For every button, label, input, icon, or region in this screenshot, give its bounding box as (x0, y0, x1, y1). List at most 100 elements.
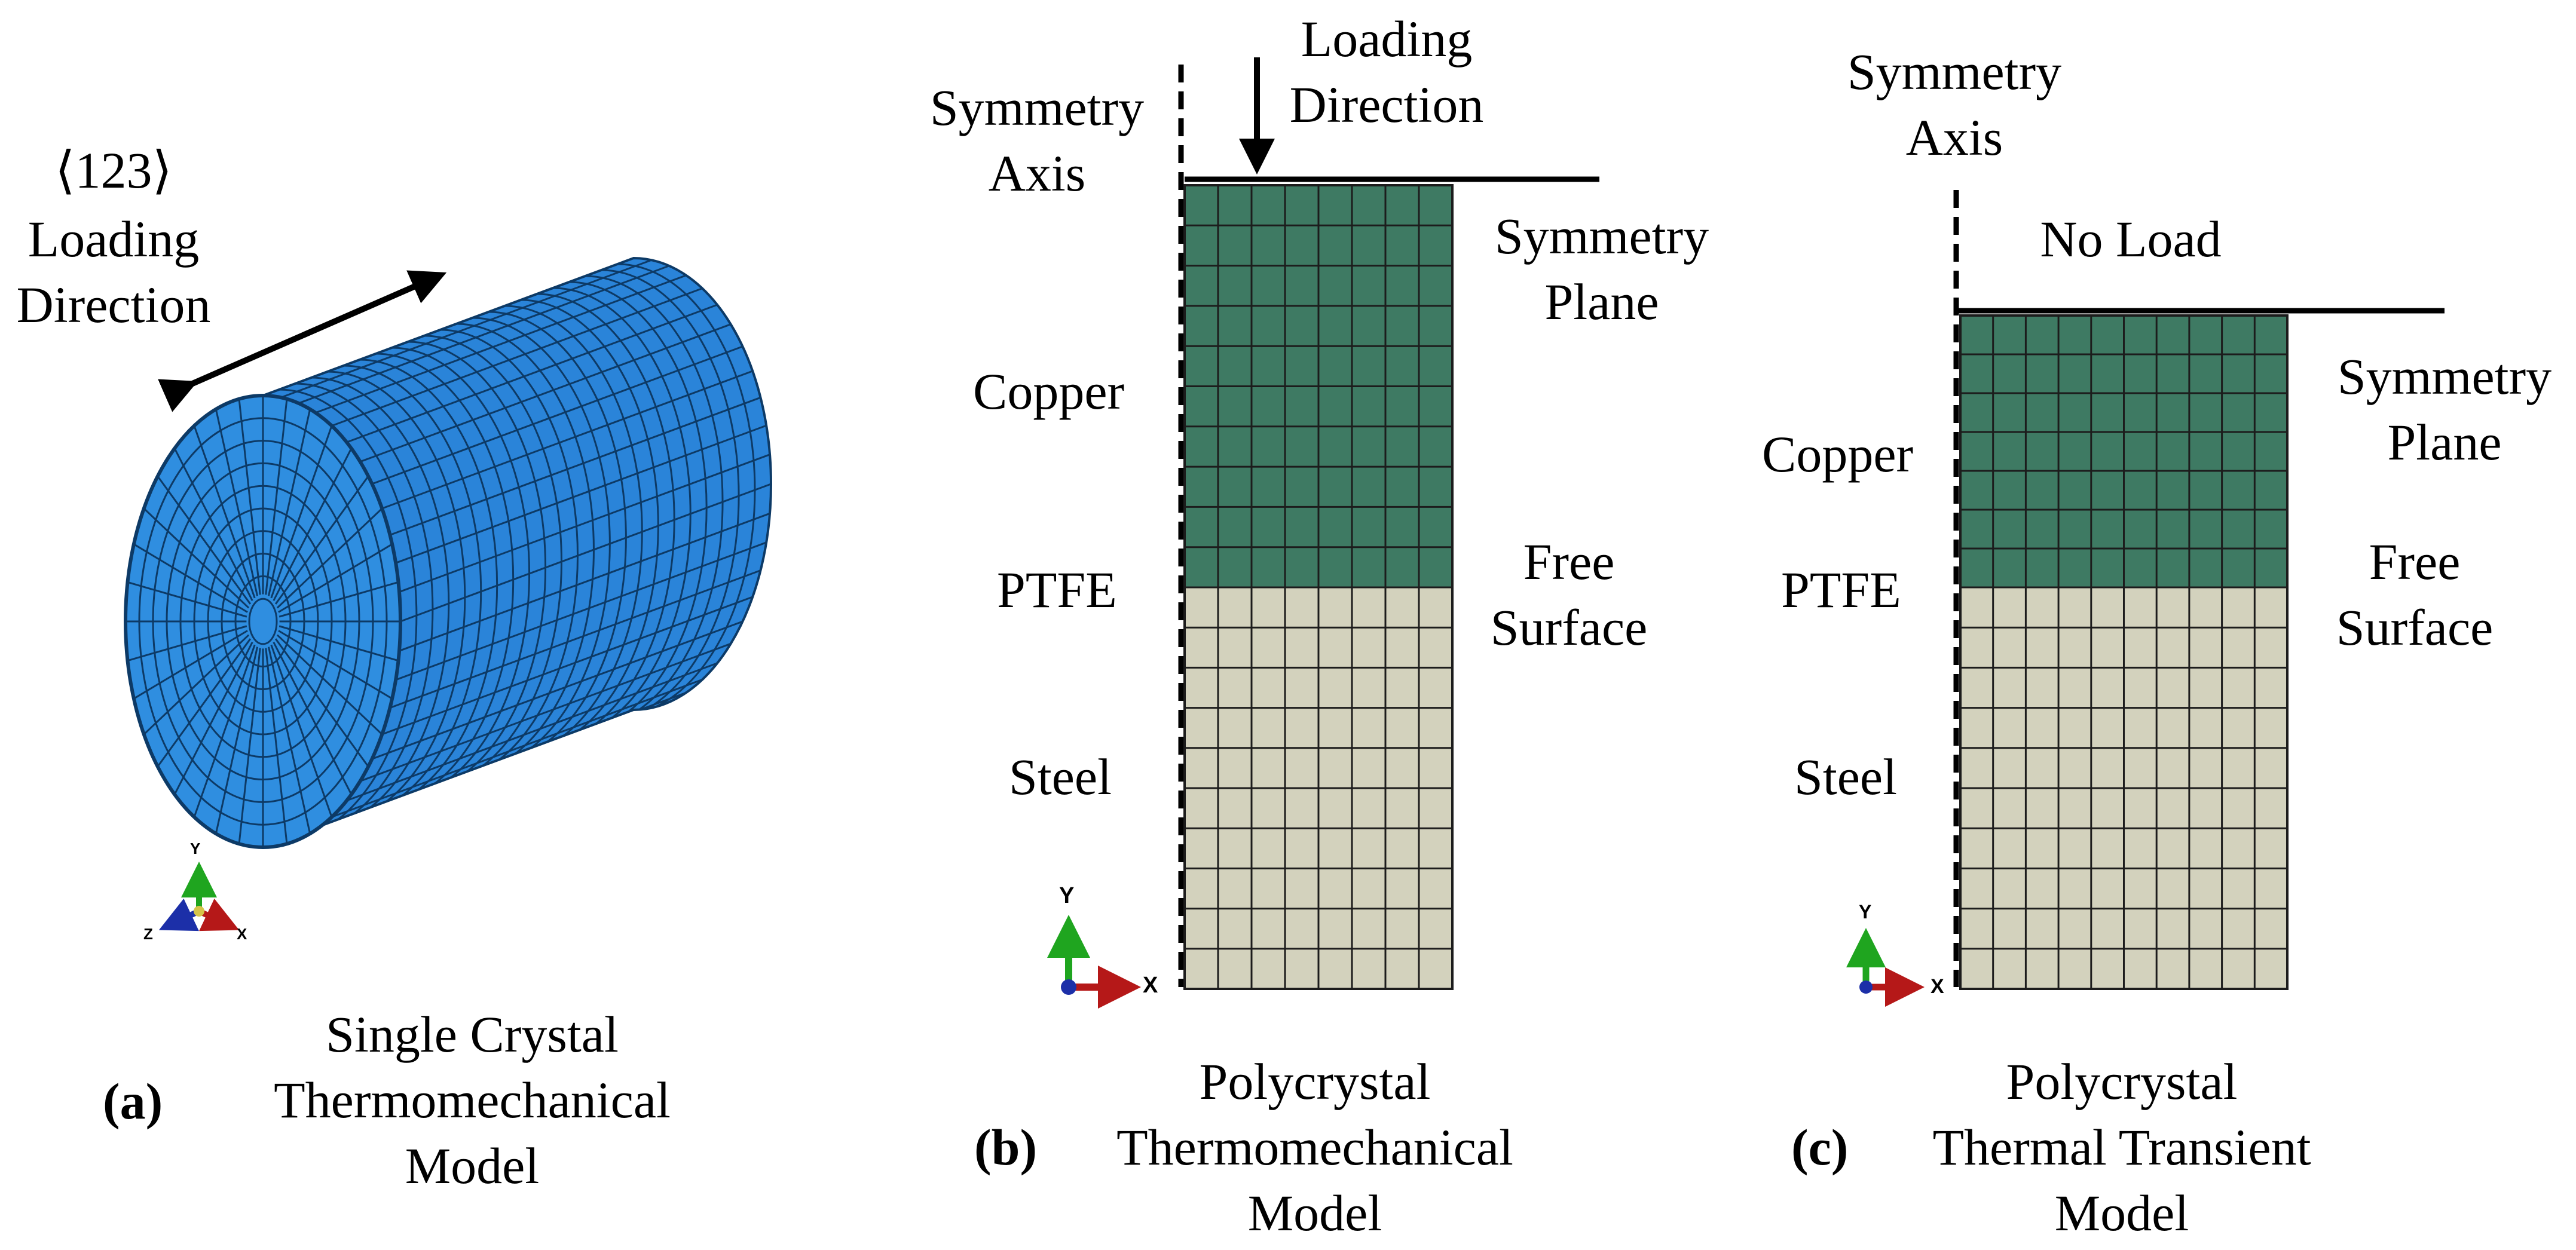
material-label-copper-b: Copper (973, 363, 1125, 420)
mesh-line (157, 638, 252, 767)
free-surface-label-b-line1: Free (1523, 533, 1615, 590)
mesh-line (267, 647, 311, 834)
mesh-line (399, 512, 770, 652)
symmetry-axis-label-b-line2: Axis (988, 145, 1086, 202)
mesh-ring (424, 335, 563, 789)
axis-triad-b (1047, 915, 1141, 1009)
no-load-label: No Load (2040, 210, 2222, 268)
mesh-line (265, 399, 288, 595)
mesh-line (273, 448, 353, 601)
mesh-ring (521, 299, 659, 753)
mesh-line (279, 625, 399, 662)
symmetry-axis-label-c-line2: Axis (1905, 109, 2003, 166)
axis-triad-a (158, 862, 240, 932)
single-crystal-cylinder (124, 256, 772, 849)
symmetry-plane-label-b-line2: Plane (1544, 273, 1659, 330)
mesh-ring (408, 341, 547, 795)
mesh-line (157, 476, 252, 605)
mesh-line (270, 644, 333, 817)
mesh-line (346, 304, 718, 443)
caption-tag-a: (a) (103, 1073, 163, 1130)
free-surface-label-b-line2: Surface (1490, 599, 1648, 656)
free-surface-label-c-line1: Free (2369, 533, 2461, 590)
caption-c-line2: Thermal Transient (1932, 1119, 2311, 1176)
mesh-line (238, 399, 261, 595)
mesh-line (389, 569, 761, 709)
symmetry-axis-label-c-line1: Symmetry (1847, 43, 2062, 100)
mesh-line (395, 424, 767, 564)
mesh-line (270, 425, 333, 599)
mesh-line (193, 644, 256, 817)
free-surface-label-c-line2: Surface (2336, 599, 2494, 656)
symmetry-plane-label-b-line1: Symmetry (1494, 207, 1709, 265)
symmetry-plane-label-c-line1: Symmetry (2337, 348, 2552, 405)
mesh-line (274, 638, 369, 767)
mesh-line (273, 642, 353, 795)
axis-triad-c (1846, 928, 1925, 1007)
crystal-direction-label: ⟨123⟩ (54, 142, 173, 199)
specimen-mesh-c (1959, 314, 2289, 990)
mesh-line (360, 323, 732, 463)
mesh-ring (504, 305, 643, 759)
mesh-line (143, 507, 250, 609)
loading-label-b-line1: Loading (1301, 10, 1473, 68)
material-label-steel-c: Steel (1794, 748, 1897, 805)
mesh-line (381, 596, 753, 736)
triad-z-label-a: Z (143, 925, 153, 943)
mesh-line (133, 630, 248, 700)
mesh-line (215, 409, 259, 596)
caption-b-line3: Model (1247, 1184, 1382, 1242)
triad-y-label-a: Y (190, 840, 201, 857)
mesh-line (278, 543, 393, 613)
triad-x-label-a: X (237, 925, 247, 943)
loading-label-b-line2: Direction (1289, 76, 1484, 133)
mesh-line (274, 476, 369, 605)
material-label-copper-c: Copper (1762, 425, 1914, 483)
caption-c-line1: Polycrystal (2006, 1053, 2238, 1110)
mesh-line (371, 620, 743, 760)
symmetry-axis-label-b-line1: Symmetry (929, 79, 1145, 136)
mesh-line (265, 648, 288, 844)
mesh-ring (617, 263, 756, 717)
material-label-ptfe-b: PTFE (997, 561, 1117, 618)
caption-b-line2: Thermomechanical (1116, 1119, 1513, 1176)
caption-tag-c: (c) (1791, 1119, 1849, 1176)
mesh-line (267, 409, 311, 596)
mesh-ring (279, 388, 418, 842)
cylinder-cap-mesh (126, 396, 400, 847)
mesh-line (381, 370, 753, 510)
mesh-line (215, 647, 259, 834)
mesh-line (371, 345, 743, 485)
mesh-line (173, 448, 253, 601)
mesh-line (238, 648, 261, 844)
mesh-line (279, 581, 399, 618)
mesh-ring (440, 329, 579, 783)
mesh-line (360, 642, 732, 782)
caption-tag-b: (b) (974, 1119, 1038, 1176)
mesh-ring (585, 275, 724, 729)
mesh-ring (553, 287, 692, 741)
mesh-line (276, 634, 383, 736)
mesh-line (400, 483, 771, 623)
mesh-line (173, 642, 253, 795)
mesh-line (276, 507, 383, 609)
loading-label-a-line2: Direction (16, 276, 211, 333)
mesh-line (399, 454, 770, 593)
loading-label-a-line1: Loading (27, 210, 200, 268)
triad-y-label-c: Y (1859, 901, 1872, 923)
material-label-steel-b: Steel (1009, 748, 1112, 805)
mesh-ring (391, 347, 531, 801)
mesh-line (127, 581, 247, 618)
mesh-line (127, 625, 247, 662)
caption-a-line1: Single Crystal (326, 1006, 619, 1063)
symmetry-plane-label-c-line2: Plane (2387, 413, 2502, 471)
mesh-line (133, 543, 248, 613)
triad-x-label-b: X (1143, 973, 1158, 998)
triad-x-label-c: X (1931, 975, 1944, 998)
triad-y-label-b: Y (1059, 883, 1075, 908)
mesh-ring (248, 598, 278, 645)
mesh-line (389, 396, 761, 536)
specimen-mesh-b (1183, 184, 1454, 990)
mesh-ring (537, 293, 675, 747)
